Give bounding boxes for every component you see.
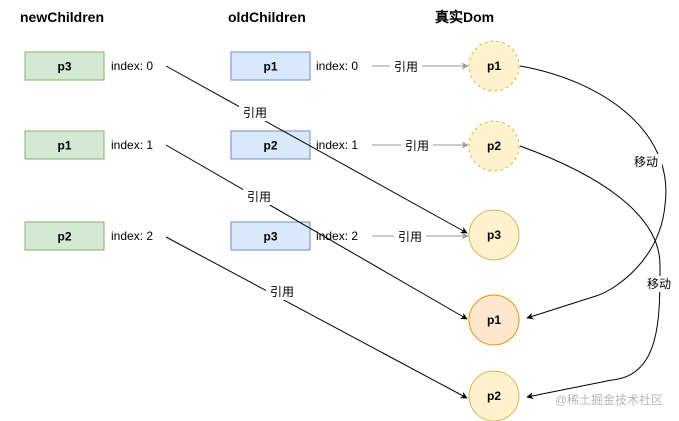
new-node-2-index: index: 2 xyxy=(111,229,153,243)
old-to-dom-edge-2: 引用 xyxy=(372,229,469,245)
header-new-children: newChildren xyxy=(20,9,104,25)
new-to-dom-edge-2: 引用 xyxy=(165,236,468,399)
dom-node-1: p2 xyxy=(468,120,520,172)
new-node-1: p1 xyxy=(24,130,105,160)
old-node-1: p2 xyxy=(230,130,311,160)
old-node-1-label: p2 xyxy=(263,139,277,153)
new-to-dom-edge-1: 引用 xyxy=(165,144,468,320)
new-to-dom-edge-0-label: 引用 xyxy=(243,106,267,120)
dom-node-3-label: p1 xyxy=(487,313,501,327)
dom-node-0-label: p1 xyxy=(487,59,501,73)
move-edge-p2-label: 移动 xyxy=(647,277,671,291)
new-node-1-label: p1 xyxy=(57,139,71,153)
watermark: @稀土掘金技术社区 xyxy=(555,392,663,407)
new-node-0-label: p3 xyxy=(57,60,71,74)
old-node-2-index: index: 2 xyxy=(316,229,358,243)
move-edge-p1: 移动 xyxy=(519,65,667,320)
dom-node-4: p2 xyxy=(468,370,520,421)
new-node-2: p2 xyxy=(24,221,105,251)
dom-node-3: p1 xyxy=(468,294,520,346)
old-node-1-index: index: 1 xyxy=(316,138,358,152)
dom-node-4-label: p2 xyxy=(487,389,501,403)
old-node-0-label: p1 xyxy=(263,60,277,74)
old-node-0: p1 xyxy=(230,51,311,81)
old-to-dom-edge-1: 引用 xyxy=(372,138,469,154)
old-to-dom-edge-0-label: 引用 xyxy=(394,60,418,74)
old-node-0-index: index: 0 xyxy=(316,59,358,73)
new-node-0-index: index: 0 xyxy=(111,59,153,73)
header-real-dom: 真实Dom xyxy=(435,9,494,25)
dom-node-0: p1 xyxy=(468,40,520,92)
old-node-2-label: p3 xyxy=(263,230,277,244)
header-old-children: oldChildren xyxy=(228,9,306,25)
dom-node-2: p3 xyxy=(468,209,520,261)
new-node-0: p3 xyxy=(24,51,105,81)
new-to-dom-edge-1-label: 引用 xyxy=(247,190,271,204)
dom-node-1-label: p2 xyxy=(487,139,501,153)
new-to-dom-edge-2-label: 引用 xyxy=(270,285,294,299)
new-to-dom-edge-0: 引用 xyxy=(165,65,468,234)
new-node-1-index: index: 1 xyxy=(111,138,153,152)
move-edge-p1-label: 移动 xyxy=(634,155,658,169)
old-to-dom-edge-0: 引用 xyxy=(372,59,469,75)
move-edge-p2: 移动 xyxy=(519,145,675,400)
old-to-dom-edge-1-label: 引用 xyxy=(405,139,429,153)
old-to-dom-edge-2-label: 引用 xyxy=(398,230,422,244)
old-node-2: p3 xyxy=(230,221,311,251)
new-node-2-label: p2 xyxy=(57,230,71,244)
dom-node-2-label: p3 xyxy=(487,228,501,242)
